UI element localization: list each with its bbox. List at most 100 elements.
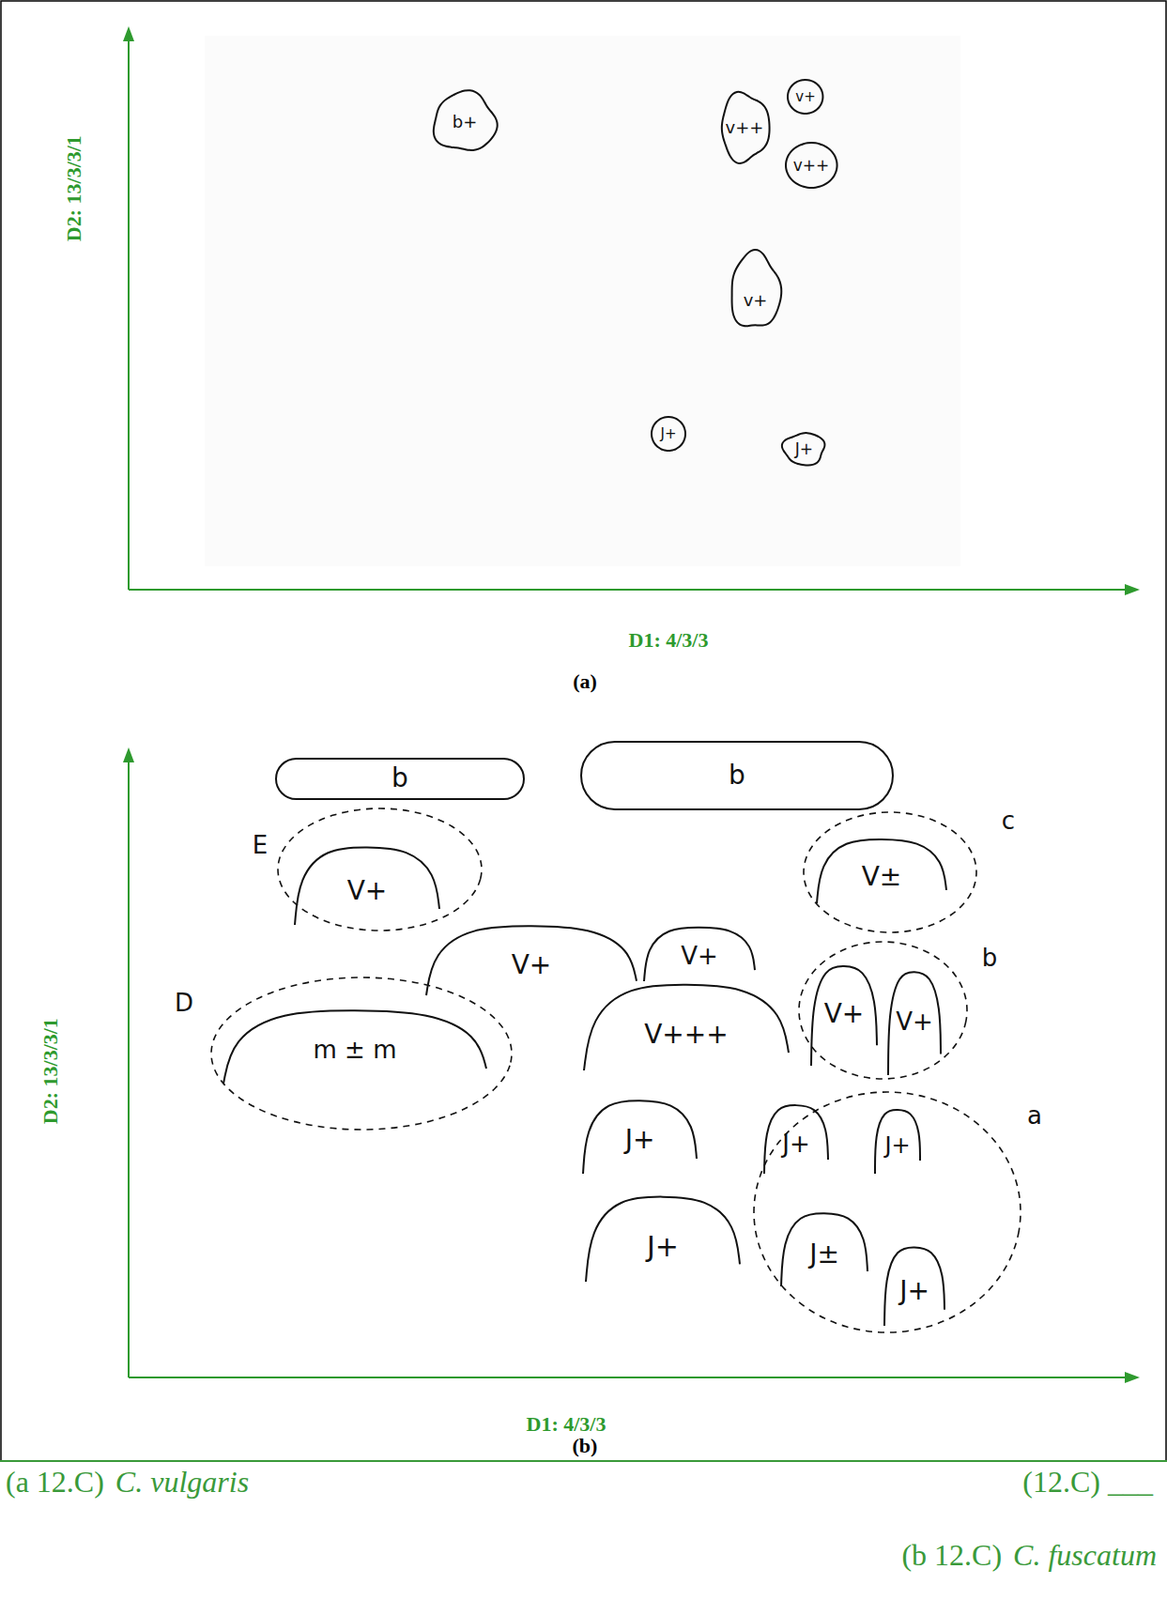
- response-blob: J+: [873, 1107, 922, 1174]
- caption-text: (a 12.C): [5, 1464, 105, 1500]
- response-blob: J±: [779, 1211, 870, 1287]
- response-blob: V+: [886, 968, 943, 1075]
- caption-text: (12.C): [1022, 1464, 1101, 1500]
- cluster-region: Dm ± m: [208, 974, 515, 1133]
- outline-stroke: [787, 79, 823, 114]
- panel-label: (a): [572, 669, 598, 693]
- cluster-region: cV±: [800, 809, 980, 936]
- blob-label: V+: [824, 999, 865, 1029]
- cluster-region: EV+: [275, 805, 485, 934]
- response-blob: V+++: [582, 982, 791, 1071]
- blob-label: v+: [795, 89, 815, 106]
- outline-stroke: [294, 846, 440, 925]
- blob-label: J+: [884, 1133, 910, 1158]
- outline-stroke: [785, 142, 838, 188]
- response-blob: v++: [715, 86, 775, 169]
- outline-stroke: [798, 941, 968, 1079]
- cluster-letter: E: [252, 831, 268, 860]
- axis-label: D2: 13/3/3/1: [38, 1017, 62, 1124]
- axis-arrowhead: [122, 747, 135, 763]
- scan-ground: [204, 35, 961, 567]
- blob-label: J+: [660, 426, 677, 443]
- outline-stroke: [732, 249, 783, 326]
- blob-label: V+: [895, 1008, 934, 1036]
- response-blob: b: [579, 739, 895, 812]
- outline-stroke: [277, 808, 482, 931]
- response-blob: m ± m: [221, 1008, 489, 1084]
- outline-stroke: [782, 432, 826, 465]
- outline-stroke: [223, 1010, 487, 1084]
- response-blob: J+: [778, 428, 830, 470]
- outline-stroke: [781, 1213, 868, 1287]
- blob-label: J±: [809, 1240, 840, 1270]
- dashed-outline: [796, 938, 970, 1082]
- response-blob: V+: [642, 925, 757, 982]
- blob-label: b+: [452, 112, 478, 132]
- response-blob: V±: [814, 837, 949, 904]
- response-blob: V+: [292, 844, 442, 925]
- axis-arrowhead: [1124, 583, 1140, 596]
- cluster-letter: a: [1027, 1102, 1043, 1130]
- y-axis: [127, 39, 130, 590]
- response-blob: V+: [424, 923, 639, 996]
- response-blob: J+: [762, 1103, 830, 1174]
- response-blob: b: [274, 756, 526, 801]
- response-blob: v+: [784, 76, 826, 117]
- blob-label: J+: [795, 440, 814, 459]
- dashed-outline: [275, 805, 485, 934]
- outline-stroke: [585, 1197, 740, 1282]
- response-blob: V+: [809, 963, 879, 1066]
- outline-stroke: [426, 925, 637, 996]
- blob-label: v++: [793, 156, 830, 175]
- outline-stroke: [433, 90, 498, 151]
- response-blob: b+: [427, 86, 503, 158]
- cluster-letter: c: [1001, 807, 1015, 835]
- dashed-outline: [751, 1089, 1024, 1336]
- axis-arrowhead: [122, 26, 135, 42]
- blob-label: V+: [680, 942, 719, 970]
- blank-line: ___: [1107, 1464, 1153, 1500]
- response-blob: J+: [882, 1244, 947, 1326]
- axis-label: D1: 4/3/3: [526, 1412, 607, 1436]
- axis-label: D1: 4/3/3: [629, 628, 709, 652]
- outline-stroke: [875, 1109, 921, 1174]
- blob-label: m ± m: [313, 1036, 398, 1064]
- outline-stroke: [721, 92, 769, 164]
- cluster-letter: b: [982, 944, 999, 972]
- cluster-region: aJ+J+J±J+: [751, 1089, 1024, 1336]
- outline-stroke: [888, 971, 941, 1075]
- blob-label: v++: [725, 118, 765, 138]
- response-blob: J+: [648, 414, 689, 454]
- blob-label: J+: [782, 1130, 810, 1158]
- blob-label: J+: [646, 1230, 679, 1262]
- outline-stroke: [753, 1091, 1021, 1333]
- species-name: C. vulgaris: [115, 1464, 249, 1500]
- x-axis: [128, 588, 1127, 591]
- blob-label: V+: [347, 876, 388, 906]
- caption-text: (b 12.C): [901, 1537, 1002, 1573]
- blob-label: b: [728, 761, 746, 791]
- blob-label: b: [391, 764, 409, 794]
- cluster-region: bV+V+: [796, 938, 970, 1082]
- blob-label: J+: [899, 1276, 930, 1306]
- outline-stroke: [816, 839, 947, 904]
- axis-label: D2: 13/3/3/1: [61, 135, 86, 242]
- blob-label: V+: [511, 951, 553, 981]
- caption-rule: [0, 1459, 1167, 1462]
- axis-arrowhead: [1124, 1371, 1140, 1383]
- panel-label: (b): [572, 1433, 599, 1458]
- outline-stroke: [803, 812, 977, 933]
- outline-stroke: [811, 966, 877, 1066]
- outline-stroke: [644, 927, 755, 982]
- blob-label: J+: [625, 1125, 656, 1155]
- panel-border: [0, 0, 1167, 1461]
- outline-stroke: [276, 758, 524, 799]
- outline-stroke: [211, 977, 512, 1130]
- blob-label: V+++: [644, 1020, 729, 1050]
- outline-stroke: [884, 1246, 945, 1326]
- outline-stroke: [764, 1105, 829, 1174]
- outline-stroke: [581, 741, 893, 810]
- outline-stroke: [651, 416, 686, 451]
